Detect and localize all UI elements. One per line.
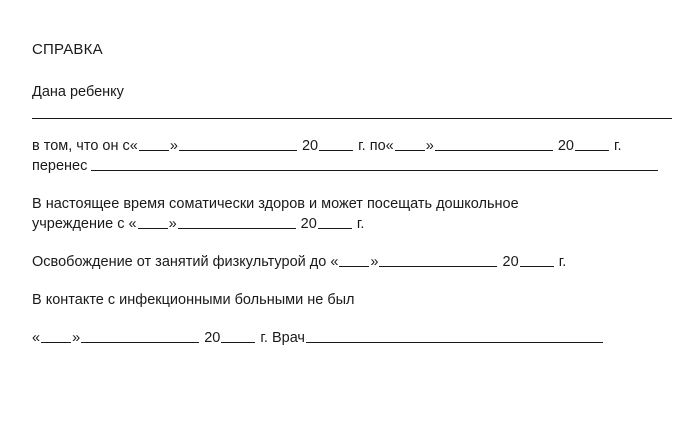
illness-label: перенес bbox=[32, 158, 88, 174]
month-blank-to[interactable] bbox=[434, 138, 553, 151]
spacer-4 bbox=[32, 310, 672, 328]
quote-open-1: « bbox=[129, 138, 138, 154]
given-to-label: Дана ребенку bbox=[32, 84, 124, 100]
year-prefix-pe: 20 bbox=[502, 254, 519, 270]
quote-close-3: » bbox=[168, 216, 177, 232]
quote-close-4: » bbox=[370, 254, 379, 270]
pe-exemption-label: Освобождение от занятий физкультурой до bbox=[32, 254, 327, 270]
child-name-rule[interactable] bbox=[32, 118, 672, 119]
period-prefix-label: в том, что он с bbox=[32, 138, 130, 154]
year-suffix-signature: г. bbox=[260, 330, 268, 346]
day-blank-to[interactable] bbox=[394, 138, 425, 151]
year-suffix-from: г. bbox=[358, 138, 366, 154]
period-middle-label: по bbox=[369, 138, 386, 154]
year-suffix-to: г. bbox=[614, 138, 622, 154]
doctor-signature-blank[interactable] bbox=[306, 330, 603, 343]
institution-prefix-label: учреждение с bbox=[32, 216, 125, 232]
month-blank-pe[interactable] bbox=[379, 254, 498, 267]
illness-blank[interactable] bbox=[91, 158, 659, 171]
year-suffix-institution: г. bbox=[356, 216, 365, 232]
page-title: СПРАВКА bbox=[32, 41, 103, 58]
spacer-1 bbox=[32, 176, 672, 194]
period-row: в том, что он с«» 20 г. по«» 20 г. bbox=[32, 136, 672, 156]
day-blank-institution[interactable] bbox=[137, 216, 168, 229]
spacer-3 bbox=[32, 272, 672, 290]
year-prefix-institution: 20 bbox=[300, 216, 317, 232]
year-blank-to[interactable] bbox=[574, 138, 609, 151]
month-blank-institution[interactable] bbox=[177, 216, 296, 229]
signature-row: « » 20 г. Врач bbox=[32, 328, 672, 348]
health-status-line-2: учреждение с « » 20 г. bbox=[32, 214, 672, 234]
quote-close-5: » bbox=[72, 330, 81, 346]
quote-close-1: » bbox=[169, 138, 178, 154]
infection-contact-label: В контакте с инфекционными больными не б… bbox=[32, 292, 355, 308]
given-to-row: Дана ребенку bbox=[32, 82, 672, 102]
health-status-line-1: В настоящее время соматически здоров и м… bbox=[32, 194, 672, 214]
year-prefix-signature: 20 bbox=[204, 330, 221, 346]
infection-contact-row: В контакте с инфекционными больными не б… bbox=[32, 290, 672, 310]
day-blank-from[interactable] bbox=[138, 138, 169, 151]
year-blank-from[interactable] bbox=[319, 138, 354, 151]
health-status-text-value: В настоящее время соматически здоров и м… bbox=[32, 196, 519, 212]
year-prefix-from: 20 bbox=[301, 138, 319, 154]
illness-row: перенес bbox=[32, 156, 672, 176]
year-blank-institution[interactable] bbox=[317, 216, 352, 229]
certificate-body: СПРАВКА Дана ребенку в том, что он с«» 2… bbox=[32, 40, 672, 348]
quote-open-2: « bbox=[385, 138, 394, 154]
day-blank-pe[interactable] bbox=[339, 254, 370, 267]
quote-close-2: » bbox=[425, 138, 434, 154]
quote-open-3: « bbox=[128, 216, 137, 232]
month-blank-from[interactable] bbox=[178, 138, 297, 151]
doctor-label: Врач bbox=[271, 330, 305, 346]
year-suffix-pe: г. bbox=[558, 254, 567, 270]
year-blank-signature[interactable] bbox=[221, 330, 256, 343]
spacer-2 bbox=[32, 234, 672, 252]
month-blank-signature[interactable] bbox=[81, 330, 200, 343]
quote-open-5: « bbox=[32, 330, 41, 346]
day-blank-signature[interactable] bbox=[41, 330, 72, 343]
year-prefix-to: 20 bbox=[557, 138, 574, 154]
pe-exemption-row: Освобождение от занятий физкультурой до … bbox=[32, 252, 672, 272]
quote-open-4: « bbox=[330, 254, 339, 270]
year-blank-pe[interactable] bbox=[519, 254, 554, 267]
